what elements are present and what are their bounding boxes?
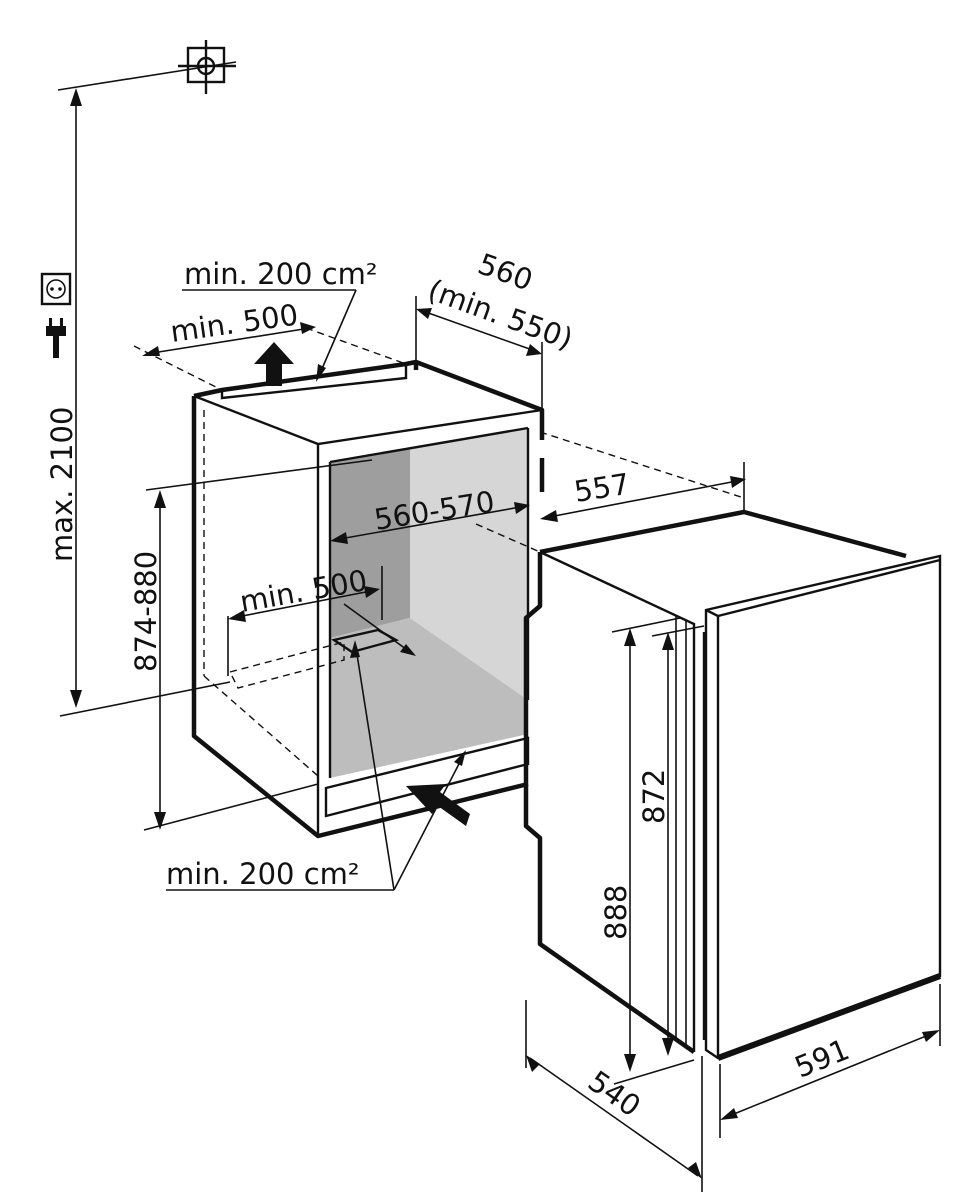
- top-vent-annotation: min. 200 cm²: [182, 257, 378, 386]
- top-clearance-label: min. 500: [168, 297, 300, 349]
- bottom-vent-area-label: min. 200 cm²: [166, 857, 360, 891]
- door-width-dimension: 591: [719, 984, 941, 1138]
- body-height-dimension: 872: [637, 625, 705, 1056]
- niche-depth-dimension: 560 (min. 550): [415, 247, 577, 410]
- total-height-label: 888: [599, 885, 633, 940]
- max-height-dimension: max. 2100: [45, 88, 231, 717]
- appliance: [523, 509, 942, 1061]
- niche-height-dimension: 874-880: [129, 490, 319, 831]
- total-depth-label: 540: [582, 1064, 647, 1124]
- door-width-label: 591: [790, 1032, 854, 1084]
- top-reference-line: [57, 61, 237, 91]
- bottom-vent-annotation: min. 200 cm²: [166, 640, 470, 891]
- plug-icon: [46, 318, 66, 358]
- total-height-dimension: 888: [599, 617, 695, 1085]
- body-height-label: 872: [637, 769, 671, 824]
- niche-cabinet: [191, 359, 545, 839]
- top-vent-area-label: min. 200 cm²: [184, 257, 378, 291]
- airflow-in-arrow-icon: [406, 784, 470, 826]
- niche-height-label: 874-880: [129, 551, 163, 672]
- airflow-up-arrow-icon: [254, 342, 294, 386]
- socket-icon: [40, 272, 72, 306]
- max-height-label: max. 2100: [45, 407, 79, 562]
